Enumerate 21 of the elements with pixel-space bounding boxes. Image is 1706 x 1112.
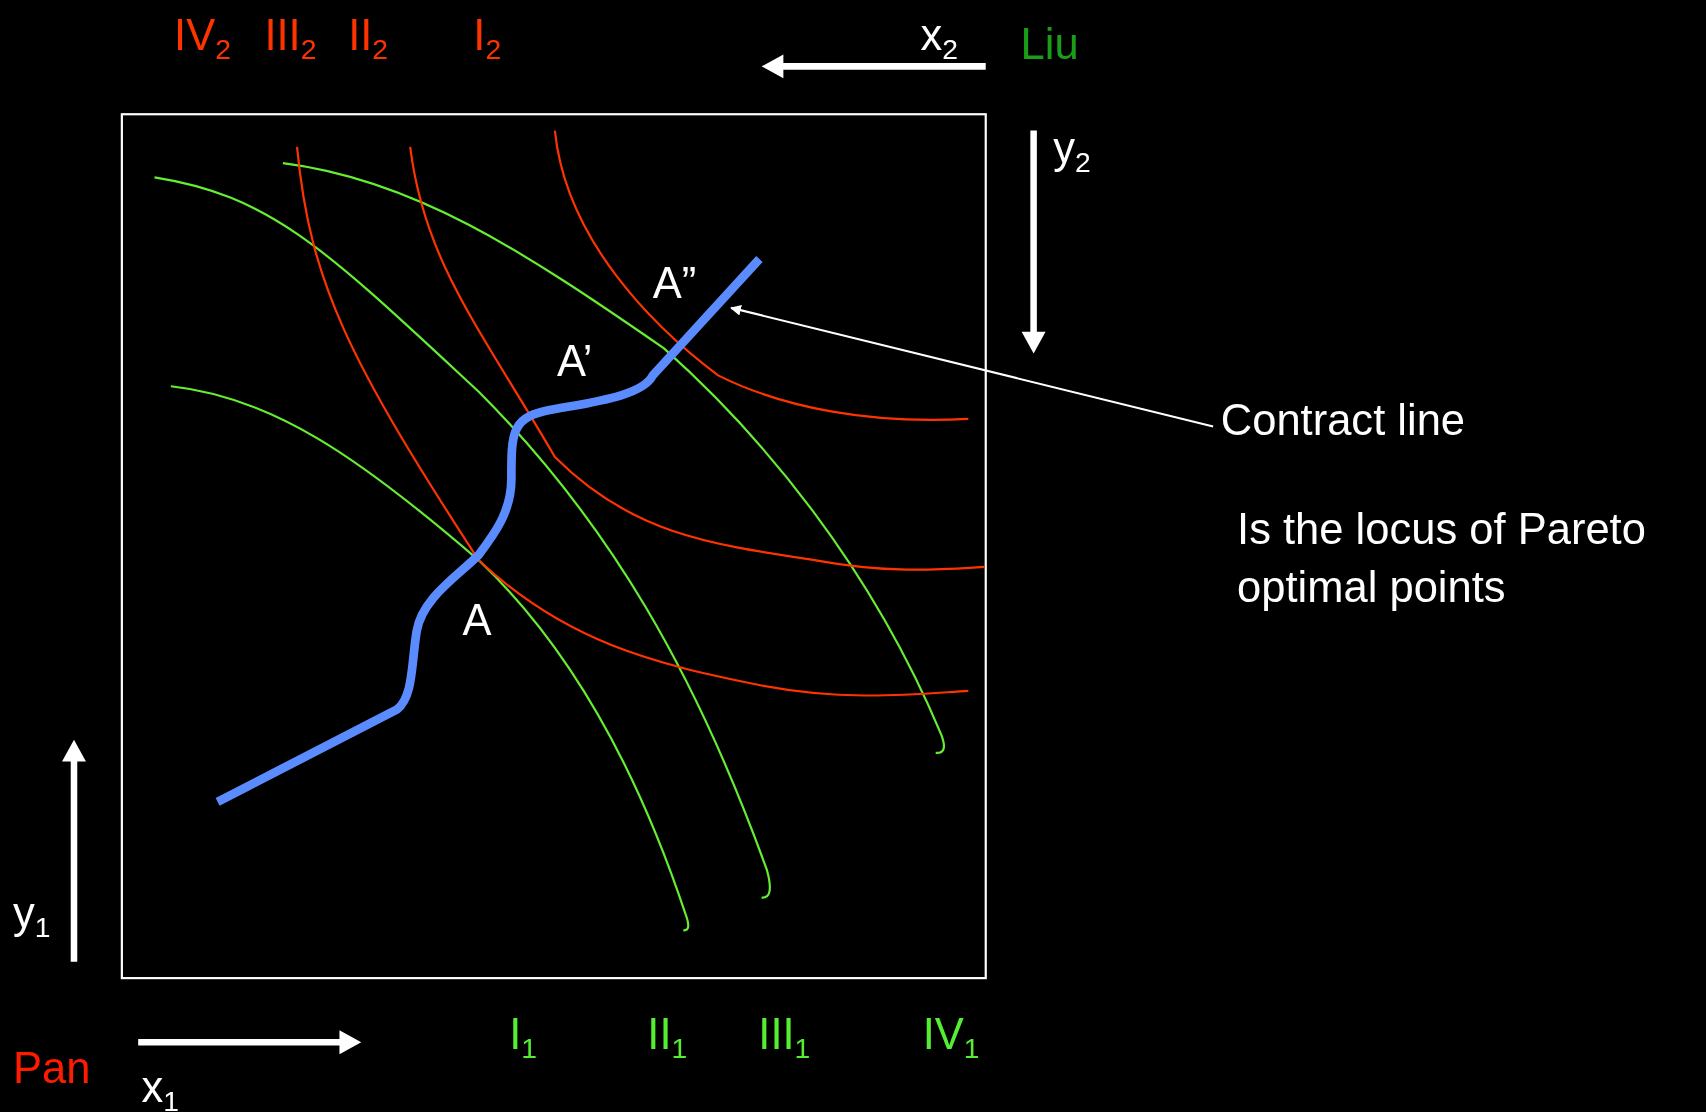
label: I$_{2}$ — [473, 9, 502, 61]
label: A’ — [557, 336, 593, 388]
label: III$_{2}$ — [264, 9, 317, 61]
label: Pan — [13, 1042, 91, 1094]
label: A — [462, 595, 492, 647]
label: III$_{1}$ — [758, 1008, 811, 1060]
label: A” — [652, 257, 697, 309]
label: x$_{1}$ — [141, 1062, 179, 1112]
label: Is the locus of Pareto optimal points — [1237, 503, 1647, 613]
leader-line — [730, 304, 1214, 428]
label: IV$_{1}$ — [922, 1008, 980, 1060]
label: II$_{2}$ — [348, 9, 389, 61]
label: II$_{1}$ — [647, 1008, 688, 1060]
label: x$_{2}$ — [920, 9, 958, 61]
label: IV$_{2}$ — [174, 9, 231, 61]
label: y$_{2}$ — [1053, 123, 1091, 175]
label: Liu — [1020, 18, 1079, 70]
label: I$_{1}$ — [509, 1008, 538, 1060]
label: y$_{1}$ — [13, 887, 51, 939]
contract-curve — [215, 256, 763, 806]
callout-text: Contract line — [1220, 393, 1466, 447]
